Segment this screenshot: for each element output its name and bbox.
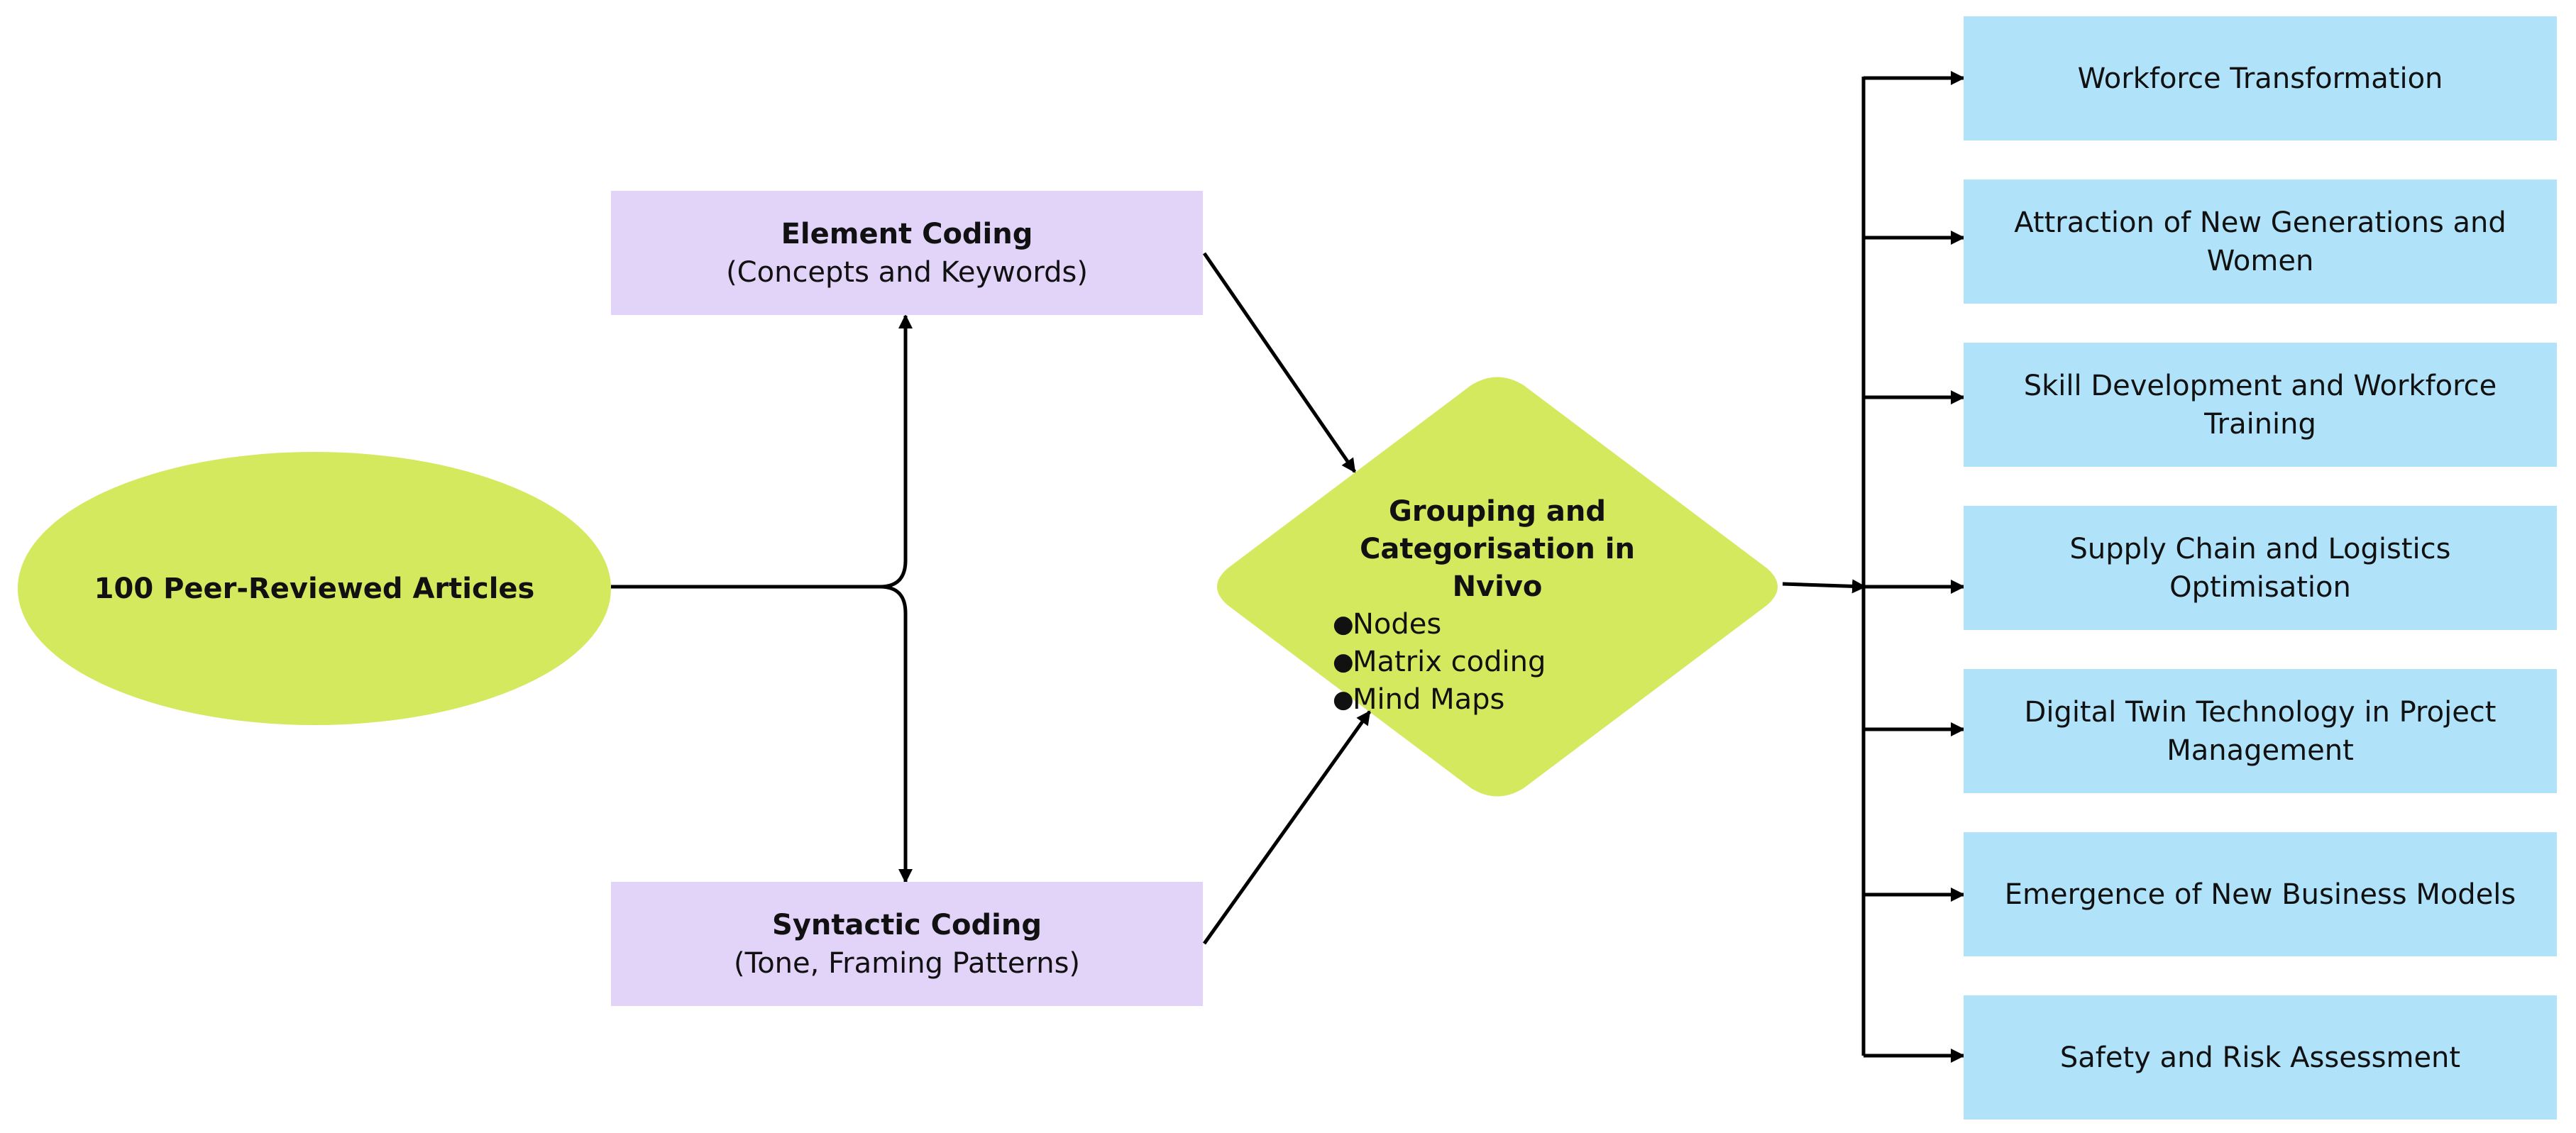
grouping-method-list: ● Nodes ● Matrix coding ● Mind Maps [1320, 606, 1675, 719]
element-coding-subtitle: (Concepts and Keywords) [726, 255, 1088, 289]
brace-connector [879, 319, 908, 880]
theme-label: Attraction of New Generations and Women [2014, 206, 2506, 277]
bullet-icon: ● [1333, 648, 1354, 676]
source-articles-label: 100 Peer-Reviewed Articles [94, 572, 535, 605]
grouping-method-label: Nodes [1353, 608, 1442, 641]
theme-box-workforce-transformation: Workforce Transformation [1964, 16, 2557, 140]
arrow-syntactic-to-grouping [1202, 710, 1372, 945]
bullet-icon: ● [1333, 685, 1354, 714]
grouping-method-label: Matrix coding [1353, 646, 1546, 678]
arrow-element-to-grouping [1202, 252, 1357, 473]
theme-box-new-business-models: Emergence of New Business Models [1964, 832, 2557, 956]
element-coding-box: Element Coding (Concepts and Keywords) [611, 191, 1203, 315]
theme-box-supply-chain: Supply Chain and Logistics Optimisation [1964, 506, 2557, 630]
syntactic-coding-subtitle: (Tone, Framing Patterns) [733, 946, 1081, 980]
grouping-diamond [1217, 377, 1778, 797]
theme-label: Supply Chain and Logistics Optimisation [2069, 532, 2451, 604]
theme-box-safety-risk: Safety and Risk Assessment [1964, 995, 2557, 1120]
theme-label: Safety and Risk Assessment [2059, 1041, 2461, 1074]
arrow-grouping-to-themes [1782, 579, 1866, 594]
grouping-title-line2: Categorisation in Nvivo [1360, 533, 1635, 603]
bullet-icon: ● [1333, 610, 1354, 639]
theme-box-digital-twin: Digital Twin Technology in Project Manag… [1964, 669, 2557, 793]
theme-label: Skill Development and Workforce Training [2023, 369, 2497, 441]
theme-label: Workforce Transformation [2077, 62, 2443, 95]
grouping-method-label: Mind Maps [1353, 683, 1505, 716]
theme-label: Emergence of New Business Models [2004, 878, 2516, 911]
grouping-title-line1: Grouping and [1389, 495, 1606, 528]
grouping-method-item: ● Mind Maps [1333, 681, 1675, 719]
element-coding-title: Element Coding [781, 217, 1033, 250]
source-articles-node: 100 Peer-Reviewed Articles [18, 452, 611, 725]
grouping-method-item: ● Nodes [1333, 606, 1675, 643]
theme-box-skill-development: Skill Development and Workforce Training [1964, 343, 2557, 467]
syntactic-coding-box: Syntactic Coding (Tone, Framing Patterns… [611, 882, 1203, 1006]
theme-box-attraction-new-generations: Attraction of New Generations and Women [1964, 179, 2557, 304]
syntactic-coding-title: Syntactic Coding [772, 908, 1042, 941]
grouping-method-item: ● Matrix coding [1333, 643, 1675, 681]
grouping-node-text: Grouping and Categorisation in Nvivo ● N… [1320, 493, 1675, 719]
theme-label: Digital Twin Technology in Project Manag… [2024, 695, 2497, 767]
